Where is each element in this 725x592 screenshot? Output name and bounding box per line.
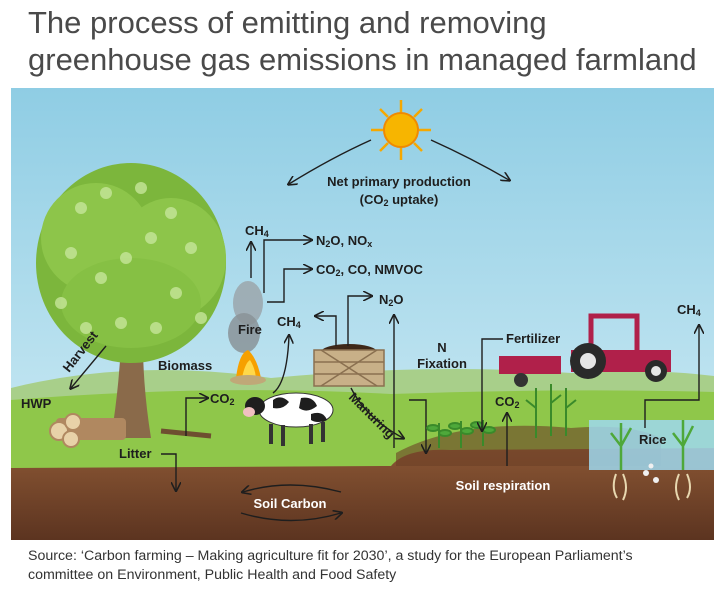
fertilizer-label: Fertilizer <box>506 331 560 346</box>
fire-label: Fire <box>238 322 262 337</box>
farmland-diagram: Net primary production (CO2 uptake) <box>11 88 714 540</box>
soil <box>11 448 714 540</box>
manure-ch4-label: CH4 <box>277 314 301 330</box>
rice-plants <box>610 420 695 501</box>
biomass-label: Biomass <box>158 358 212 373</box>
rice-ch4-arrow <box>644 326 699 428</box>
crate-ch4-arrow <box>316 316 337 346</box>
n2o-nox-label: N2O, NOx <box>316 233 372 249</box>
litter-arrow <box>161 453 176 490</box>
soil-carbon-label: Soil Carbon <box>254 496 327 511</box>
soil-co2-label: CO2 <box>495 394 520 410</box>
fire-co2-arrow <box>267 269 311 303</box>
fire-ch4-label: CH4 <box>245 223 269 239</box>
soil-respiration-label: Soil respiration <box>456 478 551 493</box>
npp-sublabel: (CO2 uptake) <box>360 192 439 208</box>
manure-crate <box>313 344 385 387</box>
soil-carbon-arrow-bottom <box>240 513 341 522</box>
title-line-1: The process of emitting and removing <box>28 5 547 40</box>
soil-carbon-arrow-top <box>243 484 342 492</box>
fire-icon <box>228 281 266 385</box>
source-caption: Source: ‘Carbon farming – Making agricul… <box>28 547 718 585</box>
npp-arrow-left <box>289 139 372 184</box>
npp-label: Net primary production <box>327 174 471 189</box>
caption-line-1: Source: ‘Carbon farming – Making agricul… <box>28 548 633 564</box>
co2-co-nmvoc-label: CO2, CO, NMVOC <box>316 262 423 278</box>
npp-arrow-right <box>430 139 509 180</box>
caption-line-2: committee on Environment, Public Health … <box>28 567 397 583</box>
logs <box>49 413 126 448</box>
fertilizer-arrow <box>482 338 503 430</box>
page-title: The process of emitting and removing gre… <box>28 4 718 78</box>
cow-ch4-arrow <box>272 336 289 394</box>
n-fixation-label: N <box>437 340 446 355</box>
crate-n2o-arrow <box>347 296 371 346</box>
harvest-arrow <box>71 345 107 388</box>
biomass-co2-label: CO2 <box>210 391 235 407</box>
n-fixation-label-2: Fixation <box>417 356 467 371</box>
manure-n2o-label: N2O <box>379 292 404 308</box>
fire-n2o-arrow <box>263 240 311 293</box>
cow-icon <box>243 392 334 446</box>
biomass-co2-arrow <box>185 398 207 436</box>
litter-label: Litter <box>119 446 152 461</box>
tree <box>36 163 226 438</box>
n-fixation-arrow <box>409 399 426 452</box>
rice-ch4-label: CH4 <box>677 302 701 318</box>
title-line-2: greenhouse gas emissions in managed farm… <box>28 42 697 77</box>
hwp-label: HWP <box>21 396 52 411</box>
rice-label: Rice <box>639 432 666 447</box>
manuring-arrow <box>350 387 403 438</box>
sun-icon <box>371 100 431 160</box>
tractor-icon <box>499 313 671 387</box>
